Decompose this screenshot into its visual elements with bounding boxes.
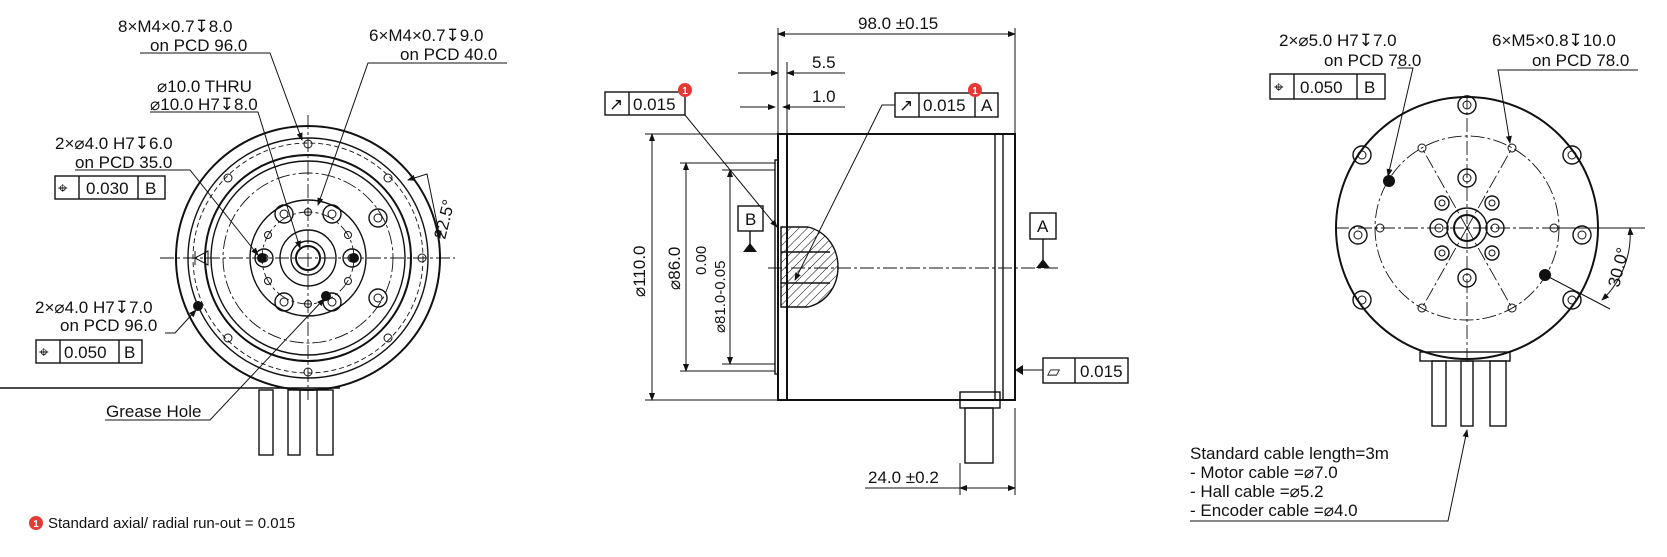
dia-86-dim: ⌀86.0 (665, 247, 684, 290)
rear-callout-1-datum: B (1364, 78, 1375, 97)
side-flatness-frame: ▱ 0.015 (1015, 357, 1129, 384)
front-callout-2-line1: 6×M4×0.7↧9.0 (369, 26, 483, 45)
front-callout-4-tolerance: 0.030 (86, 179, 129, 198)
front-bolt-holes (193, 139, 427, 377)
cable-length-dim: 24.0 ±0.2 (868, 468, 939, 487)
rear-callout-1-tolerance: 0.050 (1300, 78, 1343, 97)
runout-symbol: ↗ (899, 96, 913, 115)
rear-position-frame: ⌖ 0.050 B (1269, 73, 1386, 100)
rear-callout-1-line1: 2×⌀5.0 H7↧7.0 (1279, 31, 1397, 50)
rear-cables (1419, 351, 1511, 427)
footnote-badge-number: 1 (33, 519, 39, 530)
front-callout-5-line2: on PCD 96.0 (60, 316, 157, 335)
rear-angle-label: 30.0° (1604, 246, 1632, 289)
rear-callout-2-line2: on PCD 78.0 (1532, 51, 1629, 70)
front-callout-1-line1: 8×M4×0.7↧8.0 (118, 17, 232, 36)
dim-1-0: 1.0 (812, 87, 836, 106)
runout-1-tolerance: 0.015 (633, 95, 676, 114)
front-callout-5-datum: B (124, 343, 135, 362)
overall-length-dim: 98.0 ±0.15 (858, 14, 938, 33)
runout-2-badge (968, 83, 982, 97)
rear-holes (1348, 95, 1592, 313)
front-callout-4-line1: 2×⌀4.0 H7↧6.0 (55, 134, 173, 153)
datum-a-marker: A (1029, 212, 1057, 268)
side-dimensions: 98.0 ±0.15 5.5 1.0 ⌀110.0 ⌀86.0 0.00 ⌀81… (630, 14, 1016, 495)
runout-2-tolerance: 0.015 (923, 96, 966, 115)
front-view-body (0, 115, 455, 456)
datum-b-marker: B (737, 205, 764, 252)
footnote-text: Standard axial/ radial run-out = 0.015 (48, 515, 295, 532)
cable-spec-line3: - Hall cable =⌀5.2 (1190, 482, 1324, 501)
front-callout-5-line1: 2×⌀4.0 H7↧7.0 (35, 298, 153, 317)
runout-2-datum: A (981, 96, 993, 115)
side-runout-frame-2: ↗ 0.015 A 1 (794, 83, 999, 281)
front-cables (0, 387, 340, 456)
front-callouts: 8×M4×0.7↧8.0 on PCD 96.0 6×M4×0.7↧9.0 on… (35, 17, 497, 421)
flatness-tolerance: 0.015 (1080, 362, 1123, 381)
runout-symbol: ↗ (609, 95, 623, 114)
dim-5-5: 5.5 (812, 53, 836, 72)
front-callout-2-line2: on PCD 40.0 (400, 45, 497, 64)
dia-81-dim: ⌀81.0-0.05 (712, 261, 729, 333)
dia-81-upper-tol: 0.00 (693, 246, 710, 275)
datum-b-label: B (745, 210, 756, 229)
cable-spec-line4: - Encoder cable =⌀4.0 (1190, 501, 1358, 520)
rear-callouts: 2×⌀5.0 H7↧7.0 on PCD 78.0 ⌖ 0.050 B 6×M5… (1190, 31, 1638, 522)
cable-spec-line2: - Motor cable =⌀7.0 (1190, 463, 1338, 482)
side-view: 98.0 ±0.15 5.5 1.0 ⌀110.0 ⌀86.0 0.00 ⌀81… (604, 14, 1129, 495)
rear-view: 2×⌀5.0 H7↧7.0 on PCD 78.0 ⌖ 0.050 B 6×M5… (1190, 31, 1645, 522)
front-angle-label: 22.5° (430, 198, 458, 241)
rear-callout-2-line1: 6×M5×0.8↧10.0 (1492, 31, 1616, 50)
front-view: 8×M4×0.7↧8.0 on PCD 96.0 6×M4×0.7↧9.0 on… (0, 17, 507, 456)
dia-110-dim: ⌀110.0 (630, 245, 649, 297)
front-callout-3-line1: ⌀10.0 THRU (157, 77, 252, 96)
front-leaders (75, 52, 507, 421)
front-callout-4-line2: on PCD 35.0 (75, 153, 172, 172)
grease-hole-label: Grease Hole (106, 402, 201, 421)
datum-a-label: A (1037, 217, 1049, 236)
runout-2-badge-number: 1 (972, 86, 978, 97)
side-cable (959, 391, 1001, 464)
runout-1-badge (678, 83, 692, 97)
front-callout-4-datum: B (145, 179, 156, 198)
footnote: 1 Standard axial/ radial run-out = 0.015 (29, 515, 295, 532)
position-symbol: ⌖ (58, 179, 68, 198)
front-callout-3-line2: ⌀10.0 H7↧8.0 (150, 95, 258, 114)
rear-callout-1-line2: on PCD 78.0 (1324, 51, 1421, 70)
rear-view-body (1335, 95, 1645, 427)
front-callout-1-line2: on PCD 96.0 (150, 36, 247, 55)
cable-spec-line1: Standard cable length=3m (1190, 444, 1389, 463)
front-callout-5-tolerance: 0.050 (64, 343, 107, 362)
footnote-badge (29, 516, 43, 530)
position-symbol: ⌖ (39, 343, 49, 362)
runout-1-badge-number: 1 (682, 86, 688, 97)
front-position-frame-1: ⌖ 0.030 B (54, 175, 166, 200)
flatness-symbol: ▱ (1047, 362, 1061, 381)
front-position-frame-2: ⌖ 0.050 B (35, 339, 143, 364)
side-view-body (768, 133, 1058, 464)
position-symbol: ⌖ (1274, 78, 1284, 97)
side-runout-frame-1: ↗ 0.015 1 (604, 83, 778, 228)
